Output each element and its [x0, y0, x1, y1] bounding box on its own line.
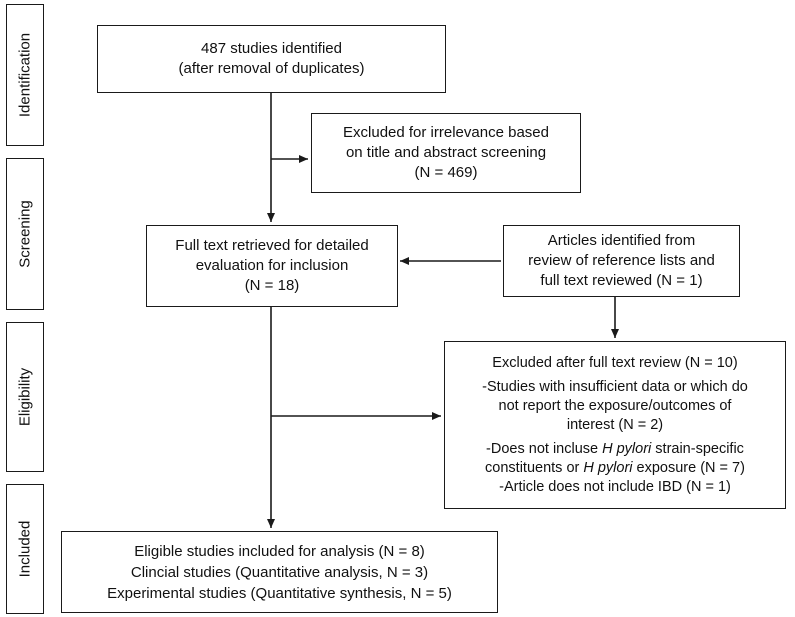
- box-excluded-full-text: Excluded after full text review (N = 10)…: [444, 341, 786, 509]
- included-line-2: Clincial studies (Quantitative analysis,…: [130, 563, 429, 581]
- excluded-fulltext-title: Excluded after full text review (N = 10): [492, 354, 738, 371]
- included-line-3: Experimental studies (Quantitative synth…: [107, 584, 452, 602]
- phase-eligibility: Eligibility: [6, 322, 44, 472]
- box-excluded-irrelevance: Excluded for irrelevance based on title …: [311, 113, 581, 193]
- reason-2-line-2-prefix: constituents or: [485, 459, 584, 476]
- reason-2-suffix-2: exposure (N = 7): [632, 459, 745, 476]
- excluded-reason-2-line-2: constituents or H pylori exposure (N = 7…: [485, 459, 745, 478]
- full-text-line-1: Full text retrieved for detailed: [175, 237, 369, 254]
- excluded-reason-1-line-3: interest (N = 2): [566, 416, 664, 433]
- box-full-text-retrieved: Full text retrieved for detailed evaluat…: [146, 225, 398, 307]
- excluded-reason-2-line-1: -Does not incluse H pylori strain-specif…: [486, 440, 744, 459]
- box-studies-identified: 487 studies identified (after removal of…: [97, 25, 446, 93]
- excluded-irrelevance-line-1: Excluded for irrelevance based: [343, 124, 549, 141]
- excluded-reason-1-line-2: not report the exposure/outcomes of: [498, 397, 732, 414]
- phase-identification: Identification: [6, 4, 44, 146]
- identified-line-2: (after removal of duplicates): [178, 60, 365, 77]
- reference-line-1: Articles identified from: [547, 232, 696, 249]
- phase-screening: Screening: [6, 158, 44, 310]
- full-text-line-2: evaluation for inclusion: [195, 257, 349, 274]
- reason-2-italic-2: H pylori: [583, 459, 633, 476]
- excluded-reason-3: -Article does not include IBD (N = 1): [499, 478, 731, 495]
- full-text-line-3: (N = 18): [244, 277, 300, 294]
- excluded-reason-1-line-1: -Studies with insufficient data or which…: [482, 378, 748, 395]
- reference-line-2: review of reference lists and: [528, 252, 715, 269]
- included-line-1: Eligible studies included for analysis (…: [134, 542, 425, 560]
- reason-2-italic-1: H pylori: [602, 440, 652, 457]
- excluded-irrelevance-line-3: (N = 469): [414, 164, 478, 181]
- excluded-irrelevance-line-2: on title and abstract screening: [345, 144, 547, 161]
- identified-line-1: 487 studies identified: [201, 40, 342, 57]
- box-reference-lists: Articles identified from review of refer…: [503, 225, 740, 297]
- phase-included: Included: [6, 484, 44, 614]
- reference-line-3: full text reviewed (N = 1): [540, 272, 703, 289]
- reason-2-prefix: -Does not incluse: [486, 440, 603, 457]
- box-included-studies: Eligible studies included for analysis (…: [61, 531, 498, 613]
- reason-2-suffix-1: strain-specific: [651, 440, 744, 457]
